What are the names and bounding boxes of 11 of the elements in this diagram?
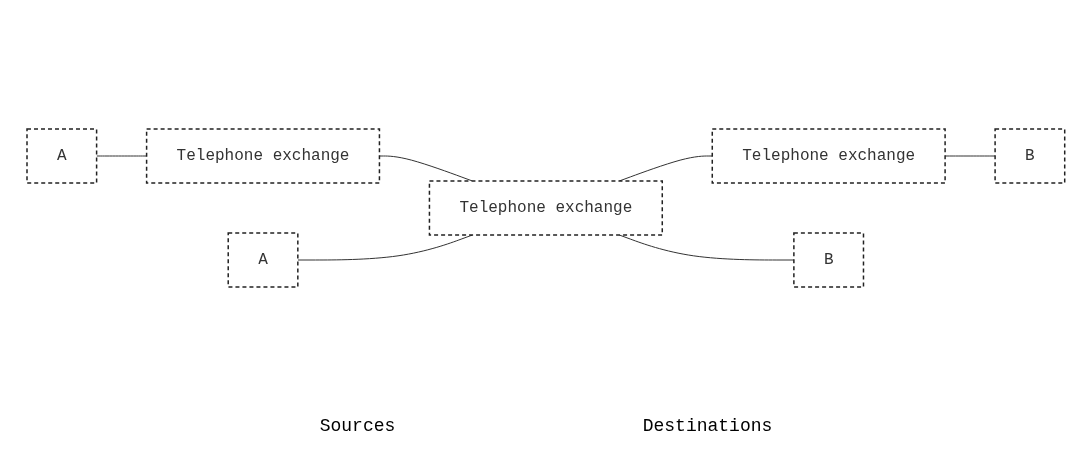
column-label: Destinations [642, 416, 773, 436]
node-box: A [26, 128, 98, 184]
node-box: B [793, 232, 865, 288]
node-box: Telephone exchange [146, 128, 381, 184]
connector [379, 155, 474, 182]
node-box: A [227, 232, 299, 288]
node-box: B [994, 128, 1066, 184]
node-box: Telephone exchange [428, 180, 664, 236]
connector [618, 155, 713, 182]
column-label: Sources [319, 416, 396, 436]
node-box: Telephone exchange [711, 128, 946, 184]
